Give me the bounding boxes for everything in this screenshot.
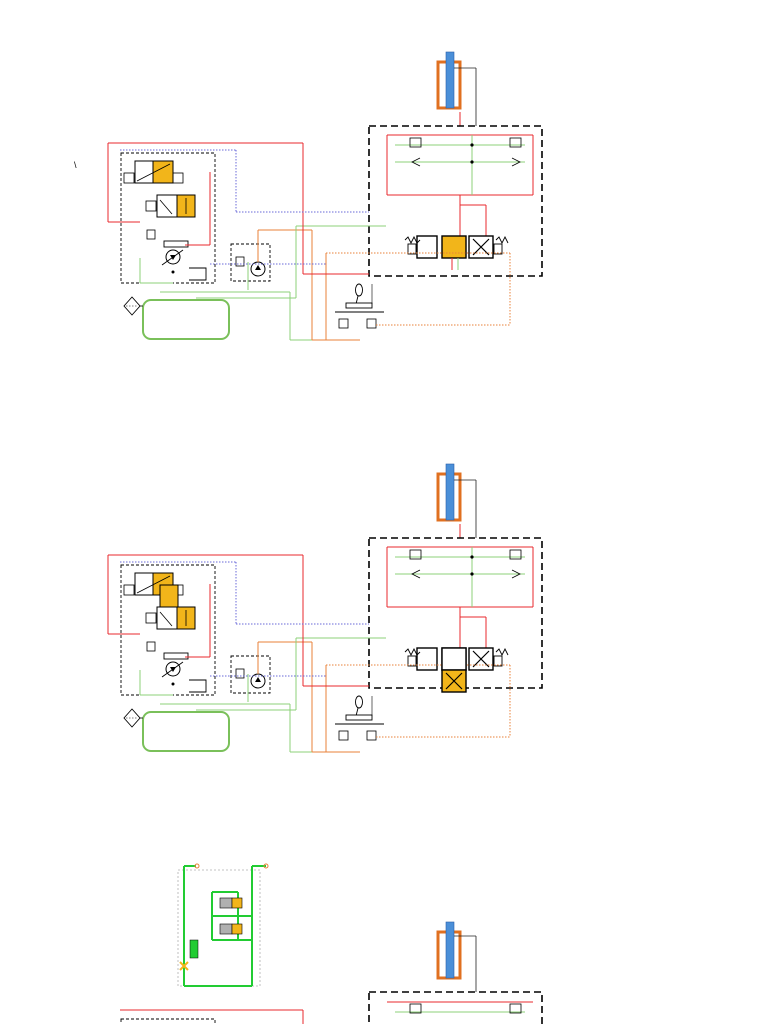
circuit-panel-1 [106, 50, 544, 342]
stray-mark: \ [74, 160, 77, 170]
circuit-panel-2 [106, 462, 544, 754]
circuit-panel-3 [120, 863, 543, 1024]
